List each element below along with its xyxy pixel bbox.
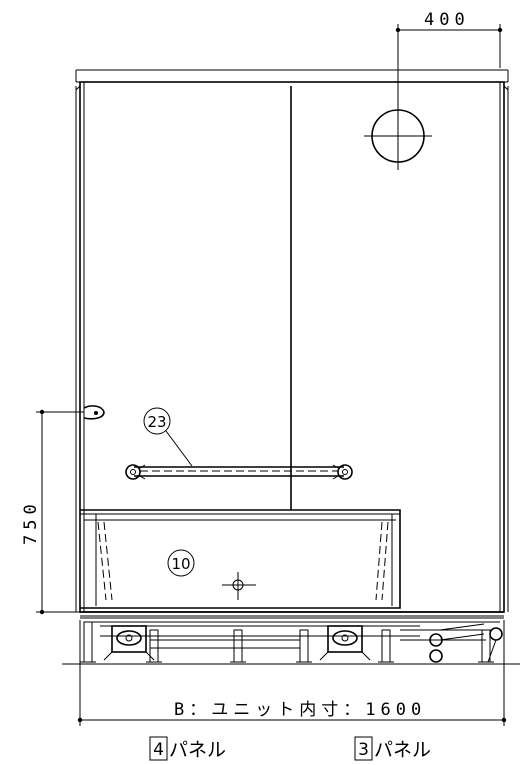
drain-pipe — [400, 623, 503, 663]
panel-left-text: パネル — [169, 739, 226, 761]
handrail-callout-number: 23 — [147, 413, 166, 431]
drain-trap-right — [319, 625, 371, 661]
floor-line — [62, 611, 520, 665]
left-dimension-750: 750 — [21, 409, 84, 615]
drain-center-mark — [222, 572, 256, 600]
handrail — [125, 464, 353, 480]
panel-right-text: パネル — [374, 739, 431, 761]
top-dimension-label: 400 — [424, 10, 470, 30]
bottom-dimension-1600: B：ユニット内寸：1600 — [77, 620, 507, 726]
ceiling-frame — [75, 69, 509, 83]
support-legs — [80, 621, 494, 663]
panel-label-right: 3 パネル — [354, 736, 431, 761]
panel-label-left: 4 パネル — [149, 736, 226, 761]
handrail-callout: 23 — [143, 407, 193, 467]
ventilation-fan — [364, 102, 432, 170]
left-dimension-label: 750 — [21, 499, 41, 545]
floor-pan-structure — [84, 621, 500, 649]
bathtub-callout: 10 — [167, 549, 195, 577]
bottom-dimension-label: B：ユニット内寸：1600 — [174, 700, 426, 720]
panel-right-number: 3 — [358, 740, 369, 760]
hook — [83, 405, 105, 420]
top-dimension-400: 400 — [395, 10, 503, 112]
drain-trap-left — [103, 625, 155, 661]
bathtub-callout-number: 10 — [171, 555, 190, 573]
panel-left-number: 4 — [153, 740, 164, 760]
wall-outline — [75, 81, 509, 613]
bathtub — [80, 509, 401, 609]
